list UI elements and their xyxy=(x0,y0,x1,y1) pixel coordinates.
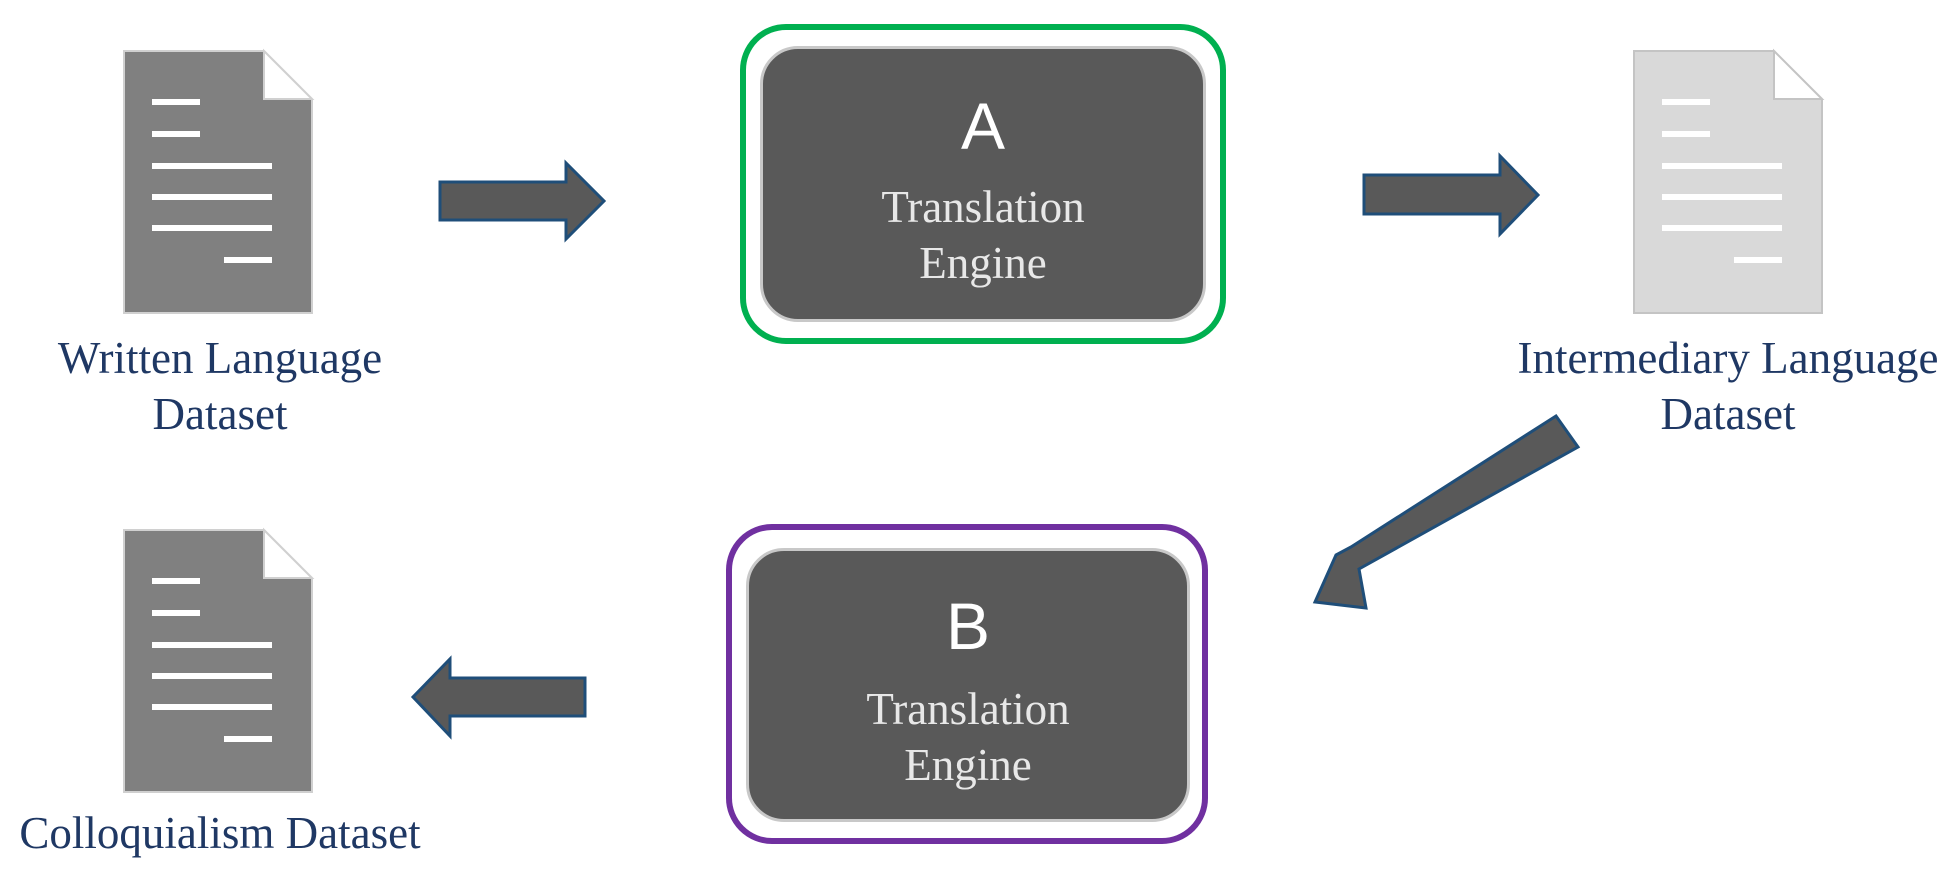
arrow-right-icon xyxy=(1362,152,1541,238)
translation-engine-b: B Translation Engine xyxy=(726,524,1208,844)
engine-b-title: Translation Engine xyxy=(866,684,1070,790)
intermediary-document-icon xyxy=(1633,48,1825,314)
engine-a-title: Translation Engine xyxy=(881,182,1085,288)
translation-engine-a: A Translation Engine xyxy=(740,24,1226,344)
arrow-diagonal-icon xyxy=(1312,413,1581,610)
engine-b-panel: B Translation Engine xyxy=(746,548,1190,822)
written-document-icon xyxy=(123,48,315,314)
intermediary-dataset-label: Intermediary Language Dataset xyxy=(1517,333,1939,439)
engine-a-panel: A Translation Engine xyxy=(760,46,1206,322)
engine-a-letter: A xyxy=(960,89,1006,163)
colloquialism-dataset-label: Colloquialism Dataset xyxy=(19,808,421,858)
arrow-left-icon xyxy=(410,655,587,740)
engine-b-letter: B xyxy=(945,589,991,663)
written-dataset-label: Written Language Dataset xyxy=(57,333,383,439)
colloquialism-document-icon xyxy=(123,527,315,793)
arrow-right-icon xyxy=(438,159,607,243)
